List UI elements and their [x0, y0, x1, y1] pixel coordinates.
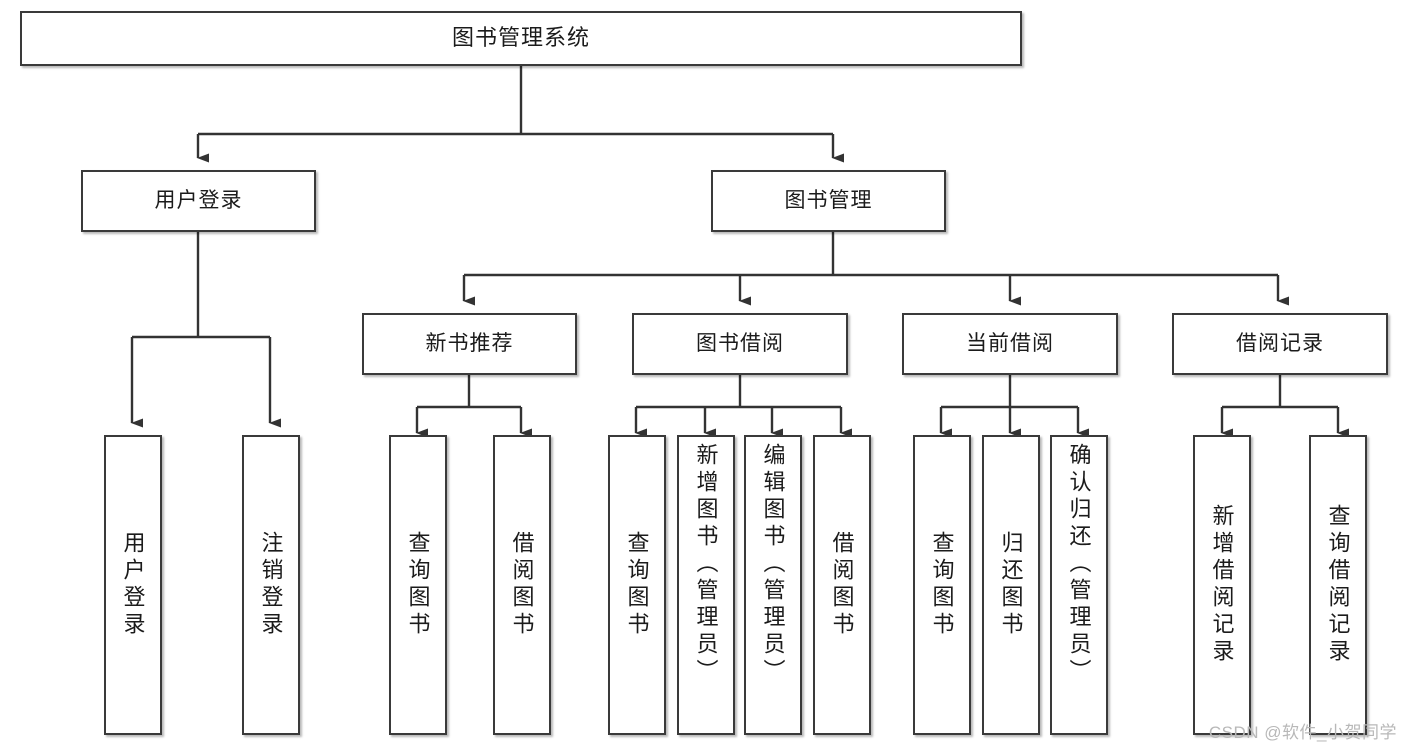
leaf-borrow-book-recommend[interactable]: 借阅图书: [493, 435, 551, 735]
node-label: 新增图书（管理员）: [693, 443, 719, 686]
node-new-book-recommend[interactable]: 新书推荐: [362, 313, 577, 375]
node-label: 查询图书: [624, 531, 650, 639]
node-label: 用户登录: [120, 531, 146, 639]
node-label: 确认归还（管理员）: [1066, 443, 1092, 686]
node-label: 归还图书: [998, 531, 1024, 639]
node-label: 新增借阅记录: [1209, 504, 1235, 666]
node-label: 新书推荐: [425, 332, 514, 356]
leaf-query-borrow-record[interactable]: 查询借阅记录: [1309, 435, 1367, 735]
node-root-book-management-system[interactable]: 图书管理系统: [20, 11, 1022, 66]
node-label: 查询图书: [405, 531, 431, 639]
node-label: 借阅图书: [829, 531, 855, 639]
node-label: 编辑图书（管理员）: [760, 443, 786, 686]
leaf-query-book-current[interactable]: 查询图书: [913, 435, 971, 735]
node-label: 查询借阅记录: [1325, 504, 1351, 666]
leaf-edit-book-admin[interactable]: 编辑图书（管理员）: [744, 435, 802, 735]
leaf-query-book-recommend[interactable]: 查询图书: [389, 435, 447, 735]
node-label: 借阅记录: [1236, 332, 1324, 356]
node-borrow-record[interactable]: 借阅记录: [1172, 313, 1388, 375]
node-label: 图书借阅: [696, 332, 784, 356]
node-book-management[interactable]: 图书管理: [711, 170, 946, 232]
node-label: 用户登录: [154, 189, 243, 213]
node-label: 借阅图书: [509, 531, 535, 639]
node-label: 查询图书: [929, 531, 955, 639]
leaf-confirm-return-admin[interactable]: 确认归还（管理员）: [1050, 435, 1108, 735]
node-book-borrow[interactable]: 图书借阅: [632, 313, 848, 375]
watermark: CSDN @软件_小贺同学: [1208, 723, 1397, 742]
node-label: 图书管理系统: [451, 25, 590, 51]
leaf-borrow-book[interactable]: 借阅图书: [813, 435, 871, 735]
leaf-add-borrow-record[interactable]: 新增借阅记录: [1193, 435, 1251, 735]
leaf-query-book-borrow[interactable]: 查询图书: [608, 435, 666, 735]
node-user-login[interactable]: 用户登录: [81, 170, 316, 232]
node-label: 当前借阅: [966, 332, 1054, 356]
node-current-borrow[interactable]: 当前借阅: [902, 313, 1118, 375]
leaf-logout[interactable]: 注销登录: [242, 435, 300, 735]
leaf-return-book[interactable]: 归还图书: [982, 435, 1040, 735]
leaf-user-login[interactable]: 用户登录: [104, 435, 162, 735]
node-label: 注销登录: [258, 531, 284, 639]
leaf-add-book-admin[interactable]: 新增图书（管理员）: [677, 435, 735, 735]
node-label: 图书管理: [784, 189, 873, 213]
